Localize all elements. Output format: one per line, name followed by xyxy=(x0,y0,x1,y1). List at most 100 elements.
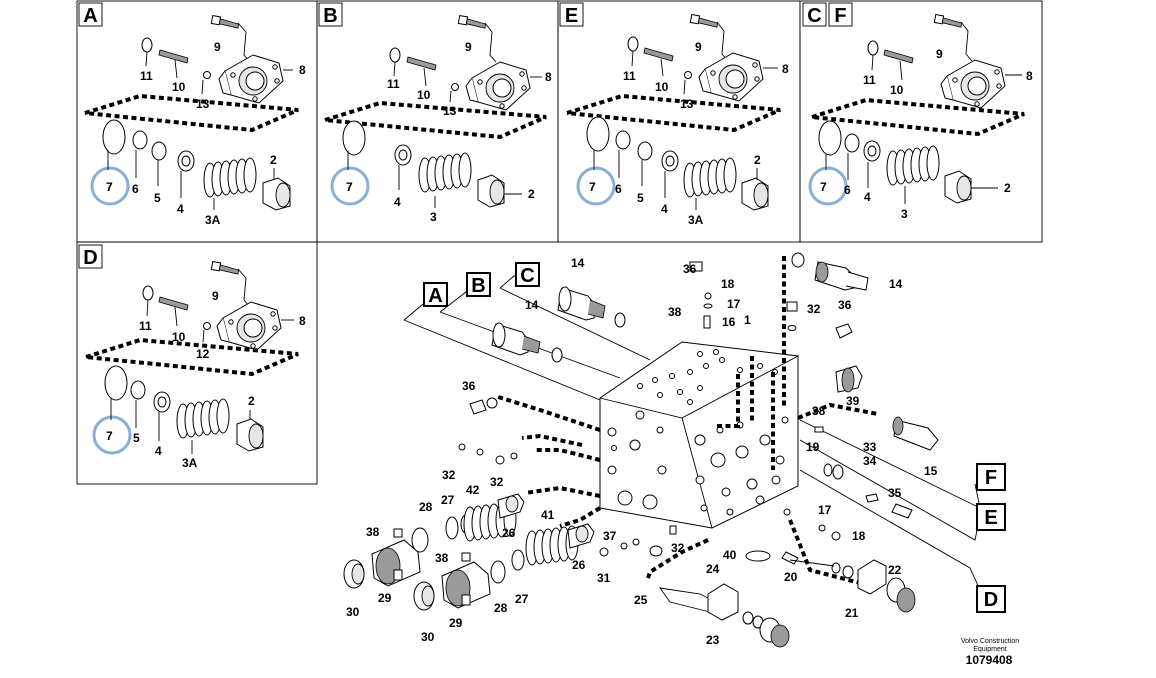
part-number-label: 9 xyxy=(214,40,221,54)
main-part-numbers: 14 14 36 18 17 16 1 32 36 14 38 36 39 38… xyxy=(346,256,938,647)
part-number-label: 9 xyxy=(936,47,943,61)
part-number-label: 38 xyxy=(435,551,449,565)
part-number-label: 3A xyxy=(182,456,198,470)
part-number-label: 23 xyxy=(706,633,720,647)
part-number-label: 12 xyxy=(196,347,210,361)
part-number-label: 7 xyxy=(106,429,113,443)
part-number-label: 24 xyxy=(706,562,720,576)
part-number-label: 1 xyxy=(744,313,751,327)
part-number-label: 41 xyxy=(541,508,555,522)
part-number-label: 18 xyxy=(852,529,866,543)
solenoid-valve xyxy=(659,583,790,648)
spool-assembly xyxy=(413,523,595,611)
brand-line-1: Volvo Construction xyxy=(961,638,1019,645)
part-number-label: 21 xyxy=(845,606,859,620)
part-number-label: 17 xyxy=(818,503,832,517)
part-number-label: 32 xyxy=(490,475,504,489)
part-number-label: 3A xyxy=(205,213,221,227)
part-number-label: 30 xyxy=(346,605,360,619)
main-tag-b: B xyxy=(471,275,485,297)
part-number-label: 13 xyxy=(196,97,210,111)
part-number-label: 31 xyxy=(597,571,611,585)
brand-line-2: Equipment xyxy=(973,646,1007,653)
cartridge-valve xyxy=(791,252,869,291)
part-number-label: 4 xyxy=(177,202,184,216)
part-number-label: 38 xyxy=(366,525,380,539)
panel-tag: F xyxy=(834,5,846,27)
part-number-label: 7 xyxy=(589,180,596,194)
part-number-label: 2 xyxy=(528,187,535,201)
cartridge-valve xyxy=(557,286,626,328)
main-tag-f: F xyxy=(985,467,997,489)
part-number-label: 32 xyxy=(807,302,821,316)
part-number-label: 2 xyxy=(270,153,277,167)
panel-tag: C xyxy=(807,5,821,27)
panel-tag: A xyxy=(83,5,97,27)
part-number-label: 13 xyxy=(443,104,457,118)
panel-tag: D xyxy=(83,247,97,269)
part-number-label: 33 xyxy=(863,440,877,454)
part-number-label: 29 xyxy=(449,616,463,630)
part-number-label: 8 xyxy=(1026,69,1033,83)
part-number-label: 9 xyxy=(212,289,219,303)
panel-a: A xyxy=(76,0,318,243)
main-tag-c: C xyxy=(520,265,534,287)
publisher-footer: Volvo Construction Equipment 1079408 xyxy=(961,638,1019,667)
part-number-label: 40 xyxy=(723,548,737,562)
part-number-label: 27 xyxy=(515,592,529,606)
part-number-label: 10 xyxy=(172,330,186,344)
part-number-label: 3A xyxy=(688,213,704,227)
cartridge-valve-15 xyxy=(892,416,939,451)
panel-c-f: C F 9 8 11 10 2 7 6 4 3 xyxy=(799,0,1043,243)
part-number-label: 27 xyxy=(441,493,455,507)
part-number-label: 11 xyxy=(387,77,400,91)
part-number-label: 7 xyxy=(106,180,113,194)
part-number-label: 8 xyxy=(545,70,552,84)
panel-d: D 9 8 11 10 12 2 7 5 4 3A xyxy=(76,241,318,485)
part-number-label: 28 xyxy=(419,500,433,514)
part-number-label: 6 xyxy=(844,183,851,197)
part-number-label: 35 xyxy=(888,486,902,500)
part-number-label: 10 xyxy=(172,80,186,94)
part-number-label: 11 xyxy=(140,69,153,83)
main-tag-a: A xyxy=(428,285,442,307)
part-number-label: 11 xyxy=(623,69,636,83)
part-number-label: 10 xyxy=(655,80,669,94)
part-number-label: 6 xyxy=(132,182,139,196)
part-number-label: 3 xyxy=(430,210,437,224)
cartridge-valve xyxy=(491,322,563,363)
main-tag-d: D xyxy=(984,589,998,611)
part-number-label: 14 xyxy=(525,298,539,312)
part-number-label: 7 xyxy=(820,180,827,194)
part-number-label: 2 xyxy=(754,153,761,167)
part-number-label: 4 xyxy=(661,202,668,216)
spool-assembly xyxy=(343,493,525,589)
part-number-label: 5 xyxy=(154,191,161,205)
part-number-label: 14 xyxy=(571,256,585,270)
part-number-label: 32 xyxy=(671,541,685,555)
part-number-label: 11 xyxy=(139,319,152,333)
part-number-label: 4 xyxy=(864,190,871,204)
part-number-label: 9 xyxy=(465,40,472,54)
part-number-label: 7 xyxy=(346,180,353,194)
main-valve-assembly: A B C F E D xyxy=(343,252,1006,648)
part-number-label: 2 xyxy=(248,394,255,408)
part-number-label: 11 xyxy=(863,73,876,87)
panel-tag: E xyxy=(565,5,578,27)
solenoid-valve xyxy=(789,559,916,613)
part-number-label: 39 xyxy=(846,394,860,408)
panel-b: B 9 8 11 10 13 2 7 4 3 xyxy=(316,0,559,243)
panel-tag: B xyxy=(323,5,337,27)
part-number-label: 37 xyxy=(603,529,617,543)
part-number-label: 28 xyxy=(494,601,508,615)
part-number-label: 30 xyxy=(421,630,435,644)
main-tag-e: E xyxy=(984,507,997,529)
part-number-label: 15 xyxy=(924,464,938,478)
part-number-label: 22 xyxy=(888,563,902,577)
panel-e: E 9 8 11 10 13 2 7 6 5 4 3A xyxy=(557,0,801,243)
part-number-label: 29 xyxy=(378,591,392,605)
part-number-label: 8 xyxy=(299,314,306,328)
part-number-label: 8 xyxy=(299,63,306,77)
part-number-label: 4 xyxy=(394,195,401,209)
